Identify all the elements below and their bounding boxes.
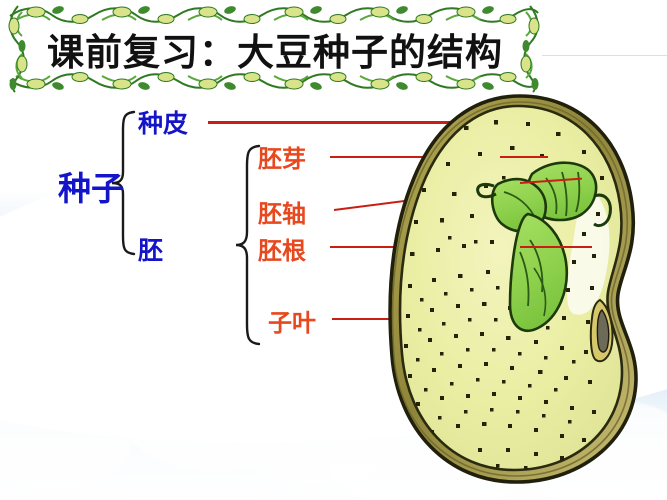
hilum-mark [589, 298, 614, 363]
label-plumule: 胚芽 [258, 147, 306, 173]
vine-border-bottom-icon [9, 72, 539, 90]
page-title: 课前复习：大豆种子的结构 [47, 33, 503, 74]
vine-border-right-icon [520, 5, 540, 93]
plumule-vein [561, 171, 568, 217]
radicle-vein [533, 267, 547, 317]
embryo-green-structure [476, 161, 612, 333]
brace-embryo-parts [235, 144, 261, 346]
title-frame: 课前复习：大豆种子的结构 [6, 2, 542, 94]
vine-border-top-icon [9, 6, 539, 24]
hilum-pale-region [567, 188, 610, 315]
embryo-stalk-tip [476, 182, 497, 199]
radicle-vein [519, 251, 530, 307]
radicle-shape [508, 212, 569, 333]
plumule-vein [575, 171, 581, 213]
leader-line-plumule-tip [500, 156, 548, 158]
label-cotyledon: 子叶 [268, 311, 316, 337]
label-seed-coat: 种皮 [138, 111, 189, 138]
divider-line [470, 55, 667, 56]
embryo-hook-tip [593, 193, 612, 228]
label-hypocotyl: 胚轴 [258, 202, 306, 228]
seed-coat-inner-line [391, 101, 630, 477]
label-seed: 种子 [58, 172, 124, 208]
leader-line-radicle-tip [520, 246, 592, 248]
label-radicle: 胚根 [258, 239, 306, 265]
brace-seed [111, 110, 136, 256]
soybean-seed-diagram [388, 94, 638, 484]
vine-border-left-icon [8, 5, 28, 93]
label-embryo: 胚 [138, 238, 164, 265]
leader-line-seed-coat [208, 121, 466, 124]
radicle-vein [529, 239, 544, 293]
